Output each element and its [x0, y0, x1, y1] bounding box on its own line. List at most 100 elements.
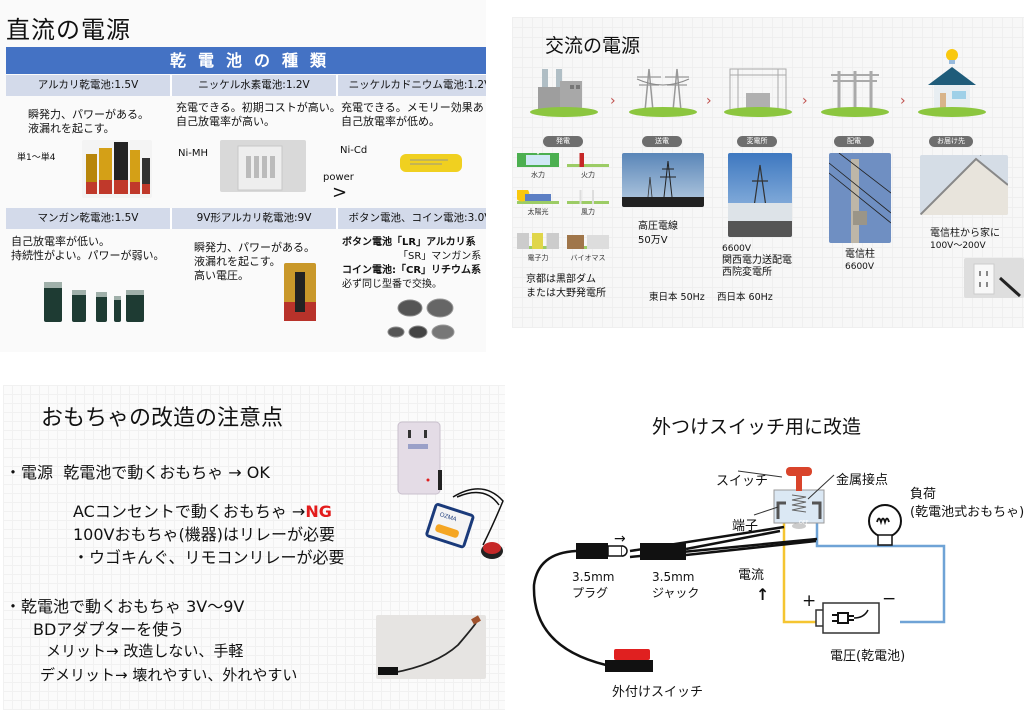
desc-line: 液漏れを起こす。	[28, 122, 115, 135]
note-line: または大野発電所	[526, 288, 606, 299]
battery-icon	[815, 602, 880, 634]
circuit-diagram	[532, 467, 946, 672]
caption-line: 電信柱から家に	[930, 228, 1000, 239]
home-caption: 電信柱から家に 100V～200V	[930, 227, 1000, 253]
switch-leader	[737, 470, 783, 478]
audio-plug-icon	[576, 543, 628, 559]
line-text: 乾電池で動くおもちゃ → OK	[63, 463, 270, 482]
header-manganese: マンガン乾電池:1.5V	[6, 208, 172, 229]
stage-substation: 変電所	[722, 57, 794, 147]
desc-line: 高い電圧。	[194, 269, 249, 282]
metal-contact-label: 金属接点	[836, 473, 889, 488]
source-solar: 太陽光	[527, 208, 549, 216]
plug-arrow-icon: →	[614, 531, 626, 547]
switch-title: 外つけスイッチ用に改造	[652, 416, 862, 438]
stage-label: 送電	[642, 136, 682, 147]
grass-ground	[724, 107, 792, 117]
battery-types-banner: 乾電池の種類	[6, 47, 486, 74]
manganese-batteries-photo	[44, 282, 144, 322]
nimh-charger-photo	[220, 140, 306, 192]
grass-ground	[530, 107, 598, 117]
relay-outlet-photo	[397, 421, 442, 495]
label-line: 3.5mm	[652, 570, 695, 584]
external-switch-button	[614, 649, 650, 660]
switch-cable	[532, 549, 607, 667]
stage-label: 変電所	[737, 136, 777, 147]
caption-line: 高圧電線	[638, 221, 678, 232]
west-japan-freq: 西日本 60Hz	[717, 292, 773, 303]
dc-title: 直流の電源	[6, 16, 131, 44]
caption-line: 100V～200V	[930, 241, 986, 251]
desc-line: 液漏れを起こす。	[194, 255, 281, 268]
load-sub-label: (乾電池式おもちゃ)	[910, 505, 1024, 520]
alkaline-desc: 瞬発力、パワーがある。 液漏れを起こす。	[28, 108, 149, 136]
stage-label: 発電	[543, 136, 583, 147]
hydro-icon	[517, 153, 559, 167]
header-alkaline: アルカリ乾電池:1.5V	[6, 75, 172, 96]
desc-line: 自己放電率が低い。	[11, 235, 110, 248]
demerit-line: デメリット→ 壊れやすい、外れやすい	[40, 666, 298, 684]
external-switch-slide: 外つけスイッチ用に改造	[520, 385, 1024, 710]
power-plant-icon	[538, 69, 582, 109]
source-wind: 風力	[581, 208, 595, 216]
nimh-note: Ni-MH	[178, 148, 209, 159]
device-brand-text: OZMA	[439, 512, 457, 523]
ac-toy-line: ACコンセントで動くおもちゃ →NG	[73, 498, 332, 522]
source-thermal: 火力	[581, 171, 595, 179]
stage-label: 配電	[834, 136, 874, 147]
desc-line: ボタン電池「LR」アルカリ系	[342, 237, 476, 248]
alkaline-batteries-photo	[82, 140, 152, 198]
desc-line: 「SR」マンガン系	[398, 251, 482, 262]
wall-outlet-photo	[964, 258, 1024, 298]
kyoto-source-note: 京都は黒部ダム または大野発電所	[526, 273, 606, 301]
flow-arrow-icon: ›	[610, 93, 616, 109]
nicd-battery-photo	[400, 154, 462, 172]
nicd-desc: 充電できる。メモリー効果あり。 自己放電率が低め。	[341, 101, 486, 129]
nine-volt-battery-photo	[284, 263, 316, 321]
high-voltage-caption: 高圧電線 50万V	[638, 220, 678, 248]
terminal-leader	[753, 506, 779, 516]
stage-transmission: 送電	[627, 57, 699, 147]
desc-line: 必ず同じ型番で交換。	[342, 279, 442, 290]
desc-line: 充電できる。メモリー効果あり。	[341, 101, 486, 114]
source-hydro: 水力	[531, 171, 545, 179]
header-nicd: ニッケルカドニウム電池:1.2V	[348, 79, 486, 91]
nuclear-icon	[517, 233, 559, 249]
source-nuclear: 電子力	[527, 254, 549, 262]
ac-title: 交流の電源	[545, 35, 641, 57]
battery-header-row-1: アルカリ乾電池:1.5V ニッケル水素電池:1.2V ニッケルカドニウム電池:1…	[6, 75, 486, 96]
utility-pole-photo	[829, 153, 891, 243]
caption-line: 関西電力送配電	[722, 255, 792, 266]
header-9v: 9V形アルカリ乾電池:9V	[172, 208, 338, 229]
external-switch-base	[605, 660, 653, 672]
utility-pole-icon	[831, 71, 879, 111]
desc-line: 持続性がよい。パワーが弱い。	[11, 249, 165, 262]
bd-adapter-line: BDアダプターを使う	[33, 620, 185, 639]
battery-header-row-2: マンガン乾電池:1.5V 9V形アルカリ乾電池:9V ボタン電池、コイン電池:3…	[6, 208, 486, 229]
switch-button-cap	[786, 467, 812, 476]
minus-sign: −	[882, 589, 897, 609]
power-label: power	[323, 172, 354, 183]
audio-jack-icon	[640, 543, 686, 560]
desc-line: 自己放電率が高い。	[176, 115, 275, 128]
terminal-label: 端子	[732, 519, 759, 534]
header-nimh: ニッケル水素電池:1.2V	[172, 75, 338, 96]
desc-line: 自己放電率が低め。	[341, 115, 440, 128]
wind-icon	[567, 190, 609, 204]
battery-label: 電圧(乾電池)	[830, 649, 906, 664]
coin-cells-photo	[387, 298, 455, 340]
external-switch-label: 外付けスイッチ	[612, 685, 704, 700]
note-line: 京都は黒部ダム	[526, 274, 596, 285]
switch-label: スイッチ	[716, 474, 769, 489]
light-bulb-icon	[868, 504, 902, 546]
caption-line: 6600V	[722, 244, 752, 254]
merit-line: メリット→ 改造しない、手軽	[46, 642, 244, 660]
alkaline-size-note: 単1～単4	[17, 153, 56, 163]
load-label: 負荷	[910, 487, 937, 502]
bd-adapter-photo	[376, 615, 486, 679]
house-wiring-photo	[920, 155, 1008, 215]
flow-arrow-icon: ›	[706, 93, 712, 109]
nimh-desc: 充電できる。初期コストが高い。 自己放電率が高い。	[176, 101, 341, 129]
current-label: 電流	[738, 568, 765, 583]
thermal-icon	[567, 153, 609, 167]
